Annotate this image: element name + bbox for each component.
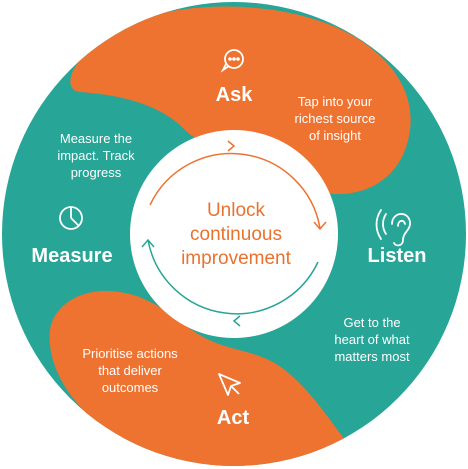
act-label: Act <box>217 407 250 429</box>
ask-desc-line-3: of insight <box>309 128 361 143</box>
cycle-arrow-bottom <box>147 239 319 315</box>
act-desc-line-2: that deliver <box>98 363 162 378</box>
listen-ear-icon <box>375 209 411 247</box>
act-desc-line-3: outcomes <box>102 380 159 395</box>
ask-desc-line-2: richest source <box>295 111 376 126</box>
measure-label: Measure <box>31 245 112 267</box>
listen-label: Listen <box>368 245 427 267</box>
center-circle <box>130 130 338 338</box>
ask-label: Ask <box>216 84 254 106</box>
cycle-arrow-top-head <box>313 221 327 231</box>
measure-desc-line-3: progress <box>71 165 122 180</box>
center-line-2: continuous <box>190 224 282 245</box>
measure-desc-line-1: Measure the <box>60 131 132 146</box>
listen-desc-line-1: Get to the <box>343 315 400 330</box>
measure-desc-line-2: impact. Track <box>57 148 135 163</box>
cycle-arrow-bottom-head <box>141 238 155 248</box>
act-cursor-arrow-icon <box>218 373 241 396</box>
ask-segment <box>70 6 411 195</box>
ask-chat-bubble-icon <box>220 49 244 73</box>
act-segment <box>49 290 345 466</box>
listen-desc-line-3: matters most <box>334 349 410 364</box>
center-line-1: Unlock <box>207 200 266 221</box>
ask-desc-line-1: Tap into your <box>298 94 373 109</box>
orange-segments <box>49 6 411 466</box>
cycle-arrow-top-mid-head <box>227 140 236 152</box>
act-desc-line-1: Prioritise actions <box>82 346 178 361</box>
cycle-arrow-top <box>149 152 321 229</box>
measure-pie-chart-icon <box>59 206 83 230</box>
listen-desc-line-2: heart of what <box>334 332 410 347</box>
center-line-3: improvement <box>181 248 292 269</box>
cycle-arrows <box>141 140 327 327</box>
cycle-arrow-bottom-mid-head <box>232 315 241 327</box>
